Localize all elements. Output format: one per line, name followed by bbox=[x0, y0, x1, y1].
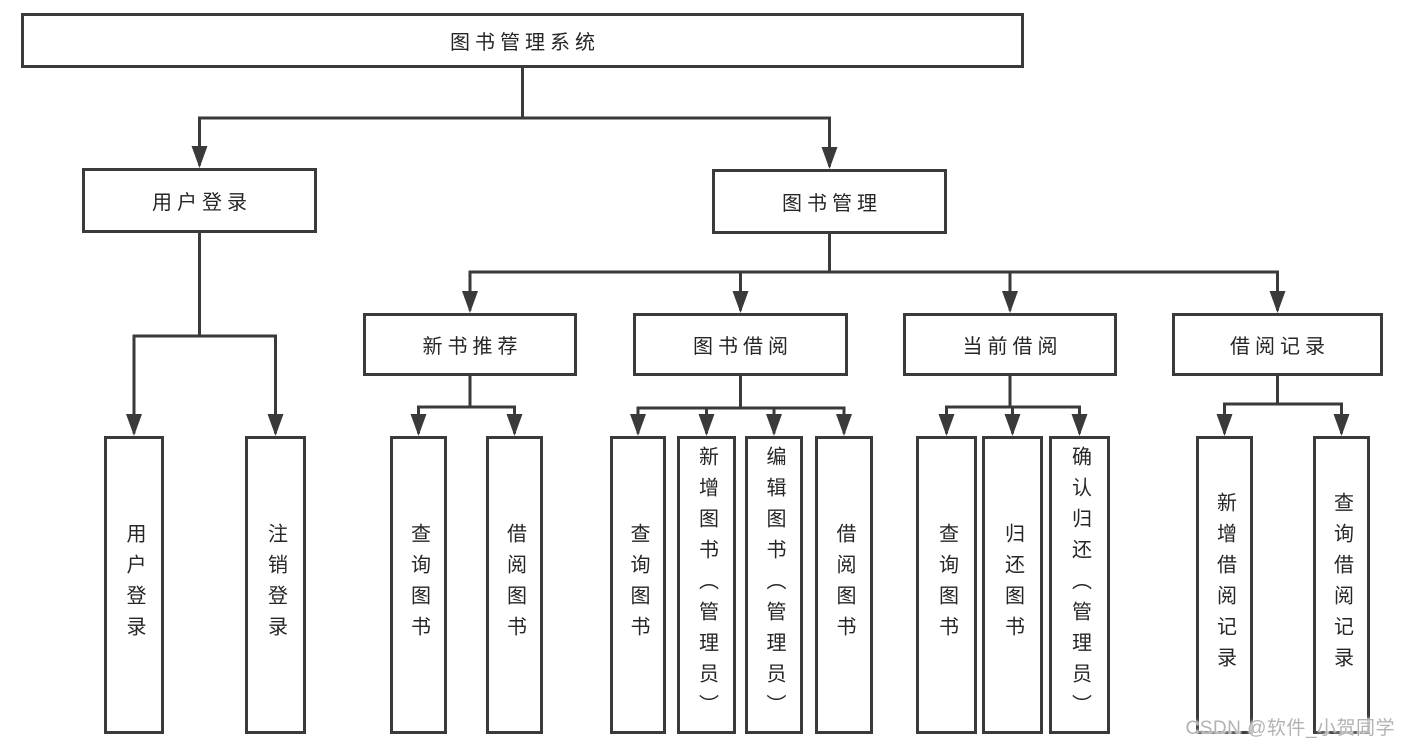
leaf-user-login: 用户登录 bbox=[104, 436, 164, 734]
leaf-query-borrow-record: 查询借阅记录 bbox=[1313, 436, 1370, 734]
node-borrow-records: 借阅记录 bbox=[1172, 313, 1383, 376]
connector-user-login-to-leaves bbox=[126, 231, 284, 436]
node-label: 新书推荐 bbox=[422, 336, 523, 358]
connector-current-borrow-to-leaves bbox=[938, 374, 1088, 436]
node-label: 编辑图书（管理员） bbox=[763, 445, 785, 725]
node-label: 图书管理 bbox=[782, 193, 882, 215]
leaf-logout: 注销登录 bbox=[245, 436, 306, 734]
leaf-add-borrow-record: 新增借阅记录 bbox=[1196, 436, 1253, 734]
connector-book-management-to-level3 bbox=[462, 232, 1286, 313]
node-label: 当前借阅 bbox=[962, 336, 1063, 358]
node-label: 用户登录 bbox=[152, 192, 252, 214]
node-label: 图书管理系统 bbox=[450, 32, 600, 54]
node-label: 借阅图书 bbox=[503, 523, 526, 647]
leaf-edit-book-admin: 编辑图书（管理员） bbox=[745, 436, 803, 734]
node-label: 新增借阅记录 bbox=[1213, 492, 1236, 678]
node-label: 借阅图书 bbox=[833, 523, 855, 647]
leaf-borrow-books-recommend: 借阅图书 bbox=[486, 436, 543, 734]
leaf-confirm-return-admin: 确认归还（管理员） bbox=[1049, 436, 1110, 734]
connector-borrow-records-to-leaves bbox=[1216, 374, 1350, 436]
connector-new-book-recommend-to-leaves bbox=[410, 374, 523, 436]
leaf-borrow-books: 借阅图书 bbox=[815, 436, 873, 734]
connector-book-borrow-to-leaves bbox=[630, 374, 852, 436]
node-label: 注销登录 bbox=[264, 523, 287, 647]
node-label: 图书借阅 bbox=[693, 336, 793, 358]
node-label: 查询图书 bbox=[407, 523, 430, 647]
node-label: 确认归还（管理员） bbox=[1068, 445, 1091, 725]
node-book-management: 图书管理 bbox=[712, 169, 947, 234]
leaf-query-books-current: 查询图书 bbox=[916, 436, 977, 734]
leaf-query-books-recommend: 查询图书 bbox=[390, 436, 447, 734]
node-current-borrow: 当前借阅 bbox=[903, 313, 1117, 376]
connector-root-to-level2 bbox=[191, 66, 838, 169]
node-label: 用户登录 bbox=[123, 523, 145, 647]
node-label: 查询图书 bbox=[627, 523, 649, 647]
node-user-login: 用户登录 bbox=[82, 168, 317, 233]
csdn-watermark: CSDN @软件_小贺同学 bbox=[1185, 718, 1395, 739]
node-library-management-system: 图书管理系统 bbox=[21, 13, 1024, 68]
node-label: 查询图书 bbox=[935, 523, 958, 647]
node-label: 查询借阅记录 bbox=[1330, 492, 1353, 678]
node-label: 归还图书 bbox=[1001, 523, 1024, 647]
leaf-return-book: 归还图书 bbox=[982, 436, 1043, 734]
leaf-query-books-borrow: 查询图书 bbox=[610, 436, 666, 734]
node-new-book-recommend: 新书推荐 bbox=[363, 313, 577, 376]
leaf-add-book-admin: 新增图书（管理员） bbox=[677, 436, 736, 734]
node-label: 新增图书（管理员） bbox=[695, 445, 718, 725]
node-book-borrow: 图书借阅 bbox=[633, 313, 848, 376]
node-label: 借阅记录 bbox=[1230, 336, 1330, 358]
